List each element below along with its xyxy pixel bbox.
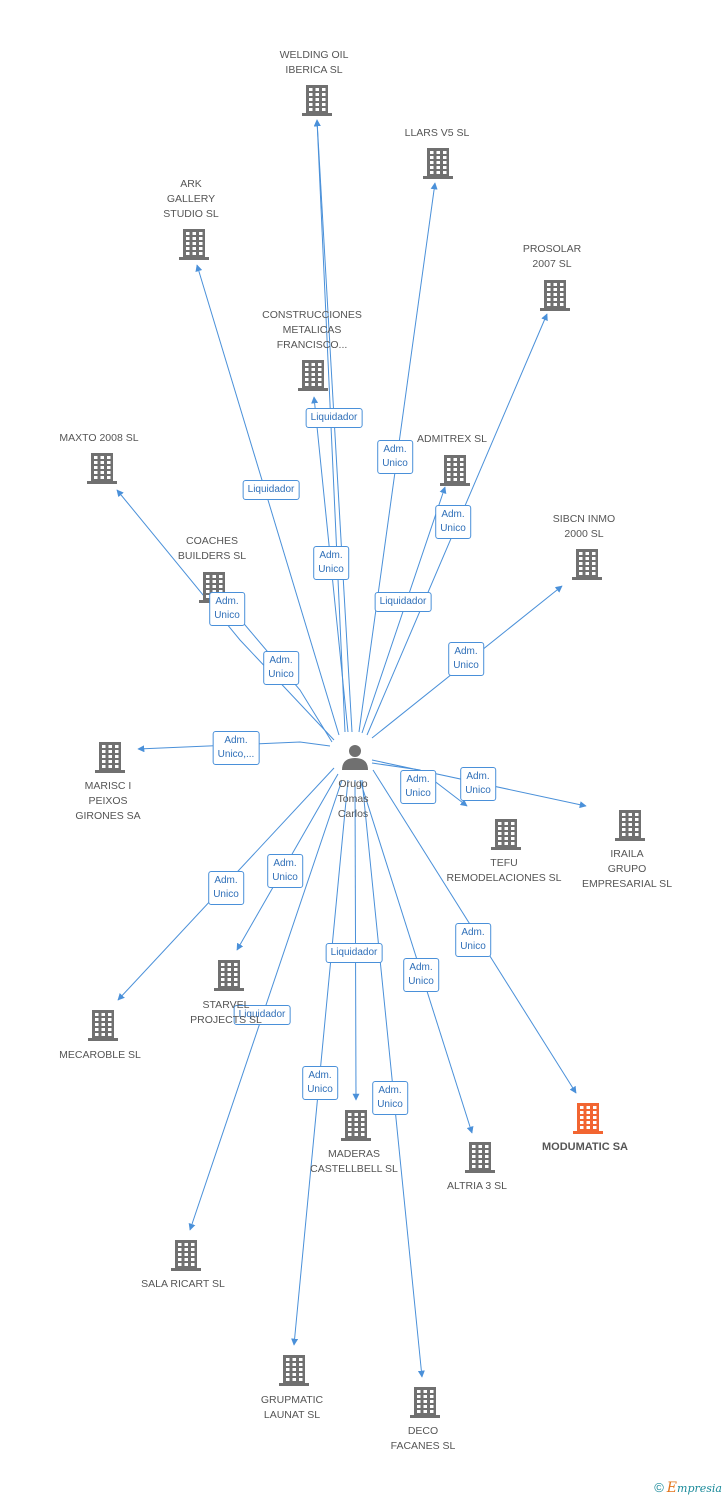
company-label-welding[interactable]: WELDING OIL IBERICA SL (279, 49, 349, 76)
role-label-admitrex[interactable]: Liquidador (374, 592, 432, 612)
company-label-starvel[interactable]: STARVEL PROJECTS SL (190, 999, 262, 1026)
company-label-grupmatic[interactable]: GRUPMATIC LAUNAT SL (260, 1394, 324, 1421)
company-label-construcciones[interactable]: CONSTRUCCIONES METALICAS FRANCISCO... (262, 309, 362, 351)
role-label-modumatic[interactable]: Adm. Unico (455, 923, 491, 957)
company-label-marisc[interactable]: MARISC I PEIXOS GIRONES SA (75, 780, 141, 822)
building-icon-admitrex[interactable] (440, 455, 470, 486)
role-label-sibcn[interactable]: Adm. Unico (448, 642, 484, 676)
role-label-llars[interactable]: Adm. Unico (377, 440, 413, 474)
building-icon-starvel[interactable] (214, 960, 244, 991)
building-icon-welding[interactable] (302, 85, 332, 116)
building-icon-modumatic[interactable] (573, 1103, 603, 1134)
company-label-ark[interactable]: ARK GALLERY STUDIO SL (163, 178, 219, 220)
edge-ark (195, 264, 340, 736)
person-name[interactable]: Orugo Tomas Carlos (337, 778, 369, 820)
company-label-salaricart[interactable]: SALA RICART SL (141, 1278, 225, 1290)
company-label-coaches[interactable]: COACHES BUILDERS SL (177, 535, 247, 562)
company-label-sibcn[interactable]: SIBCN INMO 2000 SL (552, 513, 616, 540)
building-icon-maderas[interactable] (341, 1110, 371, 1141)
company-label-deco[interactable]: DECO FACANES SL (390, 1425, 456, 1452)
edge-deco (361, 779, 425, 1378)
brand-name: mpresia (677, 1482, 722, 1495)
company-label-llars[interactable]: LLARS V5 SL (404, 127, 470, 139)
role-label-tefu[interactable]: Adm. Unico (400, 770, 436, 804)
building-icon-marisc[interactable] (95, 742, 125, 773)
role-label-coaches[interactable]: Adm. Unico (263, 651, 299, 685)
company-label-prosolar[interactable]: PROSOLAR 2007 SL (522, 243, 582, 270)
company-label-maderas[interactable]: MADERAS CASTELLBELL SL (310, 1148, 398, 1175)
edge-altria (359, 779, 474, 1134)
role-label-altria[interactable]: Adm. Unico (403, 958, 439, 992)
person-icon[interactable] (342, 745, 368, 770)
edge-grupmatic (291, 779, 349, 1346)
role-label-prosolar[interactable]: Adm. Unico (435, 505, 471, 539)
role-label-ark[interactable]: Liquidador (242, 480, 300, 500)
edge-coaches (228, 605, 333, 743)
building-icon-iraila[interactable] (615, 810, 645, 841)
building-icon-salaricart[interactable] (171, 1240, 201, 1271)
role-label-deco[interactable]: Adm. Unico (372, 1081, 408, 1115)
edge-maderas (352, 779, 360, 1101)
role-label-maderas[interactable]: Liquidador (325, 943, 383, 963)
company-label-tefu[interactable]: TEFU REMODELACIONES SL (446, 857, 562, 884)
company-label-mecaroble[interactable]: MECAROBLE SL (59, 1049, 141, 1061)
building-icon-deco[interactable] (410, 1387, 440, 1418)
building-icon-llars[interactable] (423, 148, 453, 179)
company-label-altria[interactable]: ALTRIA 3 SL (447, 1180, 507, 1192)
role-label-welding[interactable]: Adm. Unico (313, 546, 349, 580)
role-label-mecaroble[interactable]: Adm. Unico (208, 871, 244, 905)
edge-maxto (116, 489, 335, 741)
role-label-maxto[interactable]: Adm. Unico (209, 592, 245, 626)
building-icon-altria[interactable] (465, 1142, 495, 1173)
edge-marisc (137, 741, 331, 753)
brand-initial: E (666, 1480, 678, 1496)
building-icon-prosolar[interactable] (540, 280, 570, 311)
role-label-salaricart[interactable]: Liquidador (233, 1005, 291, 1025)
role-label-marisc[interactable]: Adm. Unico,... (212, 731, 260, 765)
empresia-footer: ©Empresia (654, 1480, 722, 1496)
copyright-symbol: © (654, 1480, 664, 1495)
role-label-construcciones[interactable]: Liquidador (305, 408, 363, 428)
building-icon-construcciones[interactable] (298, 360, 328, 391)
building-icon-mecaroble[interactable] (88, 1010, 118, 1041)
building-icon-tefu[interactable] (491, 819, 521, 850)
role-label-starvel[interactable]: Adm. Unico (267, 854, 303, 888)
building-icon-sibcn[interactable] (572, 549, 602, 580)
role-label-grupmatic[interactable]: Adm. Unico (302, 1066, 338, 1100)
company-label-admitrex[interactable]: ADMITREX SL (416, 433, 488, 445)
company-label-modumatic[interactable]: MODUMATIC SA (542, 1141, 628, 1153)
role-label-iraila[interactable]: Adm. Unico (460, 767, 496, 801)
building-icon-grupmatic[interactable] (279, 1355, 309, 1386)
company-label-iraila[interactable]: IRAILA GRUPO EMPRESARIAL SL (581, 848, 673, 890)
building-icon-ark[interactable] (179, 229, 209, 260)
building-icon-maxto[interactable] (87, 453, 117, 484)
company-label-maxto[interactable]: MAXTO 2008 SL (59, 432, 139, 444)
